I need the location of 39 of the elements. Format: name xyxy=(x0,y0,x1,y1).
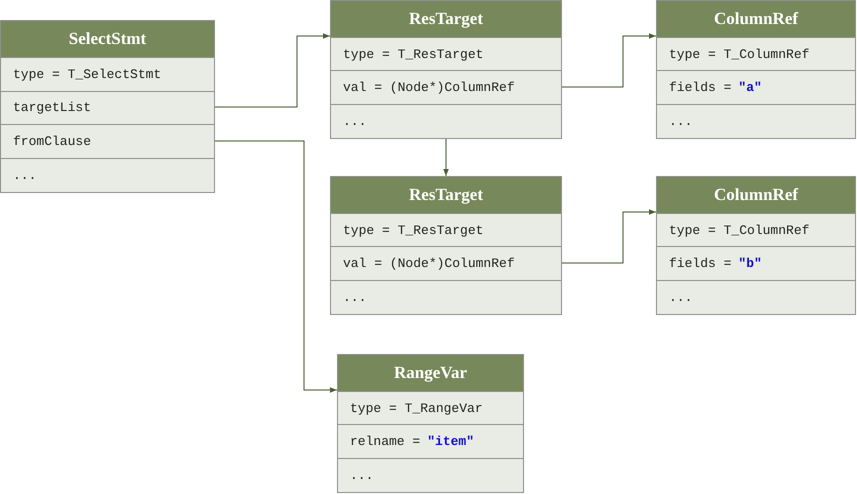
table-header: ColumnRef xyxy=(657,177,855,213)
field-name: val = (Node*)ColumnRef xyxy=(343,80,515,96)
arrow xyxy=(562,33,656,88)
field-name: val = (Node*)ColumnRef xyxy=(343,256,515,272)
field-name: type = T_ColumnRef xyxy=(669,222,810,238)
field-name: ... xyxy=(343,290,366,306)
struct-table xyxy=(330,176,562,315)
field-value: "item" xyxy=(427,434,474,450)
field-name: ... xyxy=(13,168,36,184)
field-value: "a" xyxy=(738,80,762,96)
field-name: type = T_ResTarget xyxy=(343,46,484,62)
arrow xyxy=(214,33,330,108)
field-name: type = T_SelectStmt xyxy=(13,66,162,82)
field-name: relname = xyxy=(350,434,420,450)
field-name: fields = xyxy=(669,256,732,272)
field-name: ... xyxy=(350,468,374,484)
arrow xyxy=(562,209,656,264)
field-name: targetList xyxy=(13,100,92,116)
arrow xyxy=(214,140,338,393)
field-name: type = T_ResTarget xyxy=(343,222,484,238)
struct-table xyxy=(656,176,856,315)
field-name: ... xyxy=(669,290,692,306)
table-header: ColumnRef xyxy=(657,1,855,37)
struct-table xyxy=(656,0,856,139)
field-name: fields = xyxy=(669,80,732,96)
field-name: ... xyxy=(343,114,366,130)
table-header: ResTarget xyxy=(331,1,561,37)
field-name: ... xyxy=(669,114,692,130)
struct-table xyxy=(0,20,215,193)
field-name: type = T_ColumnRef xyxy=(669,46,810,62)
field-name: fromClause xyxy=(13,134,92,150)
struct-table xyxy=(330,0,562,139)
table-header: ResTarget xyxy=(331,177,561,213)
table-header: RangeVar xyxy=(338,355,523,391)
field-value: "b" xyxy=(738,256,762,272)
arrow xyxy=(443,138,449,176)
struct-table xyxy=(337,354,524,493)
field-name: type = T_RangeVar xyxy=(350,400,483,416)
table-header: SelectStmt xyxy=(1,21,214,57)
